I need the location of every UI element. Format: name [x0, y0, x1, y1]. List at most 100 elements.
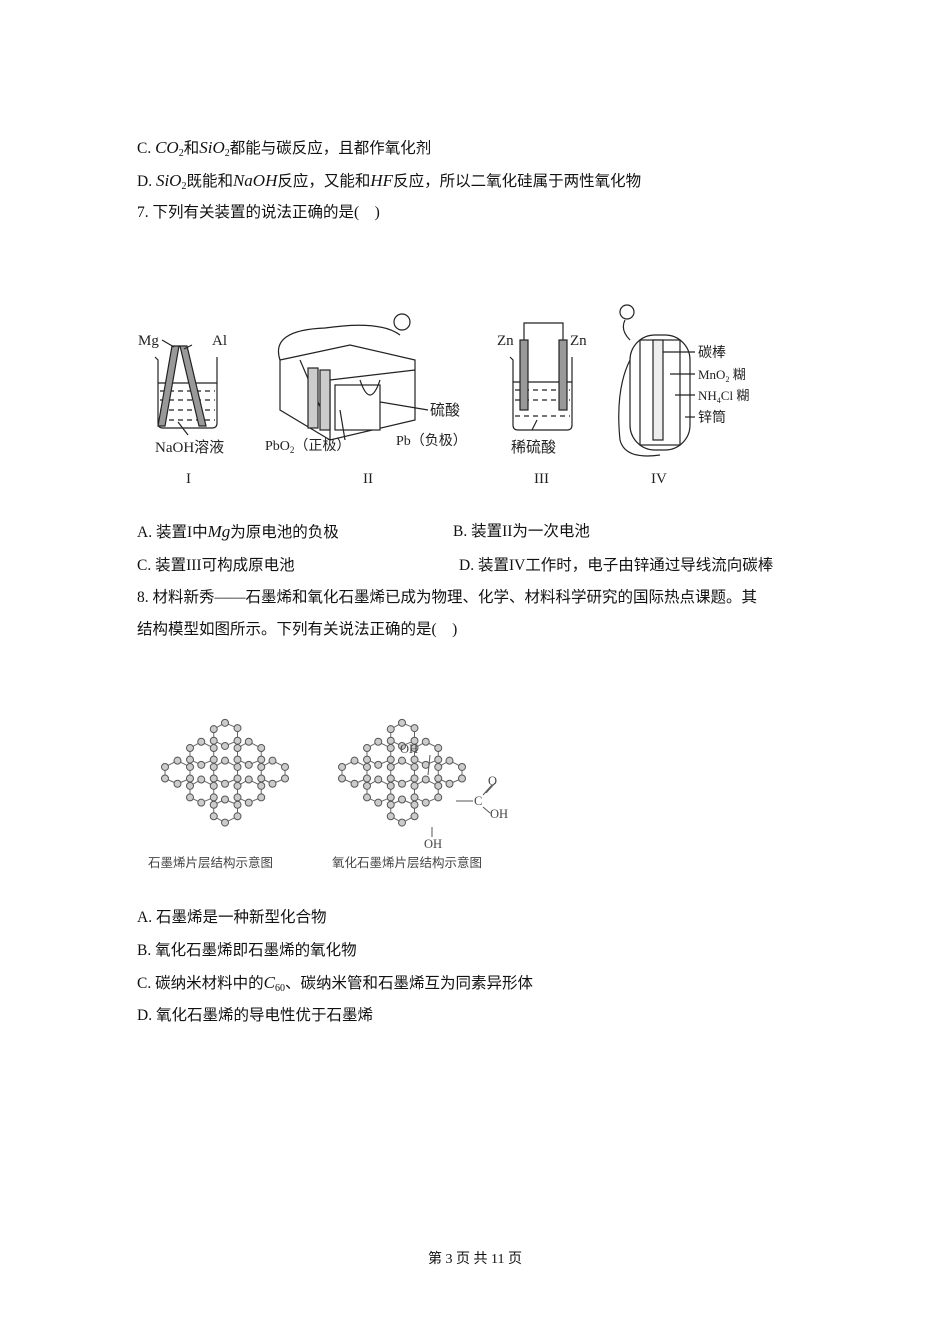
carbon-atom — [386, 781, 395, 790]
label-zn-left: Zn — [497, 333, 514, 349]
graphene-structure-figure: OH C O OH OH 石墨烯片层结构示意图 氧化石墨烯片层结构示意图 — [148, 718, 508, 870]
q8-option-d: D. 氧化石墨烯的导电性优于石墨烯 — [137, 1006, 373, 1026]
al-electrode — [179, 345, 207, 427]
carbon-atom — [233, 812, 242, 821]
carbon-atom — [186, 755, 194, 764]
carbon-atom — [209, 812, 218, 821]
carbon-atom — [209, 755, 218, 764]
text: 反应，又能和 — [277, 173, 371, 190]
label-mno2: MnO2 糊 — [698, 367, 746, 384]
q7-stem: 7. 下列有关装置的说法正确的是( ) — [137, 204, 380, 221]
page-footer: 第 3 页 共 11 页 — [428, 1252, 522, 1267]
carbon-atom — [221, 756, 229, 765]
option-prefix: D. — [459, 557, 475, 574]
option-prefix: C. — [137, 557, 152, 574]
battery-ii — [279, 344, 416, 441]
beaker-iii — [509, 356, 573, 431]
carbon-atom — [244, 760, 253, 769]
text: 装置II为一次电池 — [471, 523, 590, 540]
carbon-atom — [257, 793, 266, 802]
carbon-atom — [363, 781, 371, 790]
carbon-atom — [386, 762, 395, 771]
q8-option-c: C. 碳纳米材料中的C60、碳纳米管和石墨烯互为同素异形体 — [137, 973, 533, 999]
carbon-atom — [410, 812, 419, 821]
text: 、碳纳米管和石墨烯互为同素异形体 — [284, 975, 533, 992]
label-oh-carboxyl: OH — [490, 807, 508, 821]
formula: C — [263, 973, 275, 992]
label-al: Al — [212, 333, 227, 349]
carbon-atom — [209, 744, 218, 753]
carbon-atom — [209, 774, 218, 783]
text: 既能和 — [186, 173, 233, 190]
carbon-atom — [209, 800, 218, 809]
carbon-atom — [374, 775, 383, 784]
text: 碳纳米材料中的 — [155, 975, 264, 992]
carbon-atom — [434, 793, 443, 802]
carbon-atom — [434, 762, 443, 771]
option-prefix: D. — [137, 173, 153, 190]
carbon-atom — [434, 755, 443, 764]
label-iii: III — [534, 471, 549, 487]
carbon-atom — [233, 744, 242, 753]
formula: Mg — [207, 522, 231, 541]
carbon-atom — [268, 779, 277, 788]
label-nh4cl: NH4Cl 糊 — [698, 388, 749, 405]
text: 氧化石墨烯的导电性优于石墨烯 — [155, 1007, 373, 1024]
label-zn-right: Zn — [570, 333, 587, 349]
carbon-atom — [233, 793, 242, 802]
carbon-atom — [386, 774, 395, 783]
carbon-atom — [209, 793, 218, 802]
carbon-atom — [257, 755, 266, 764]
carbon-atom — [233, 800, 242, 809]
graphene-lattice — [161, 718, 289, 827]
device-iii — [509, 322, 573, 431]
carbon-atom — [338, 762, 346, 771]
q7-option-b: B. 装置II为一次电池 — [453, 522, 590, 542]
carbon-atom — [386, 725, 395, 734]
q6-option-d: D. SiO2既能和NaOH反应，又能和HF反应，所以二氧化硅属于两性氧化物 — [137, 171, 641, 197]
carbon-atom — [434, 744, 443, 753]
carbon-atom — [386, 755, 395, 764]
carbon-atom — [363, 774, 371, 783]
carbon-atom — [338, 774, 346, 783]
carbon-atom — [233, 755, 242, 764]
formula: HF — [370, 171, 394, 190]
carbon-atom — [244, 798, 253, 807]
zn-electrode-left — [519, 339, 529, 411]
option-prefix: A. — [137, 909, 153, 926]
carbon-atom — [363, 762, 371, 771]
label-oh-top: OH — [400, 742, 418, 756]
q8-stem-line1: 8. 材料新秀——石墨烯和氧化石墨烯已成为物理、化学、材料科学研究的国际热点课题… — [137, 589, 758, 606]
option-prefix: B. — [453, 523, 468, 540]
carbon-atom — [410, 800, 419, 809]
carbon-atom — [398, 756, 406, 765]
carbon-atom — [421, 737, 430, 746]
carbon-atom — [161, 774, 169, 783]
carbon-atom — [410, 724, 419, 733]
carbon-atom — [386, 736, 395, 745]
carbon-atom — [161, 762, 169, 771]
text: 为原电池的负极 — [230, 524, 339, 541]
carbon-atom — [197, 775, 206, 784]
carbon-atom — [209, 725, 218, 734]
label-i: I — [186, 471, 191, 487]
carbon-atom — [386, 793, 395, 802]
carbon-atom — [398, 741, 406, 750]
zn-electrode-right — [558, 339, 568, 411]
carbon-atom — [421, 798, 430, 807]
label-oh-bottom: OH — [424, 837, 442, 851]
carbon-atom — [363, 793, 371, 802]
option-prefix: A. — [137, 524, 153, 541]
carbon-atom — [386, 812, 395, 821]
mg-electrode — [157, 345, 180, 427]
carbon-atom — [197, 737, 206, 746]
carbon-atom — [221, 718, 229, 727]
carbon-atom — [458, 762, 466, 771]
text: 装置III可构成原电池 — [155, 557, 295, 574]
carbon-atom — [197, 798, 206, 807]
carbon-atom — [221, 818, 229, 827]
label-mg: Mg — [138, 333, 159, 349]
option-prefix: B. — [137, 942, 152, 959]
carbon-atom — [221, 795, 229, 804]
q8-stem-line2: 结构模型如图所示。下列有关说法正确的是( ) — [137, 621, 458, 638]
